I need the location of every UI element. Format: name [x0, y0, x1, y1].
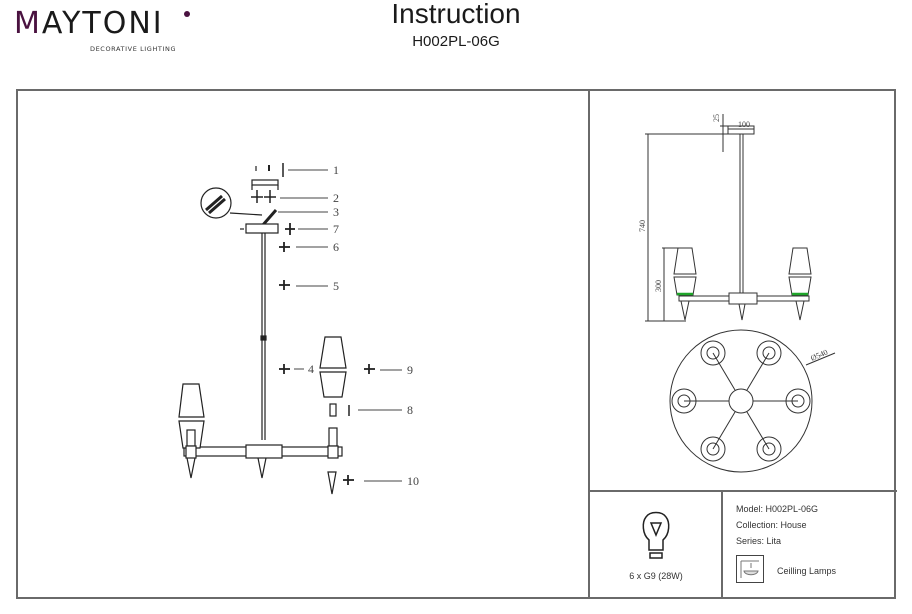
- product-type: Ceilling Lamps: [777, 566, 837, 576]
- rod-icon: [260, 233, 267, 440]
- part-label: 10: [407, 474, 419, 488]
- leader-lines: [278, 169, 402, 482]
- part-label: 7: [333, 222, 339, 236]
- part-label: 4: [308, 362, 314, 376]
- spec-collection: Collection: House: [736, 520, 807, 530]
- part-label: 5: [333, 279, 339, 293]
- dim-total-height: 740: [638, 220, 647, 232]
- arm-icon: [183, 444, 343, 479]
- finial-icon: [327, 471, 337, 495]
- fastener-icon: [251, 190, 276, 203]
- model-number: H002PL-06G: [412, 33, 500, 50]
- side-view: [645, 114, 812, 322]
- screwdriver-icon: [279, 223, 375, 485]
- brand-logo: MAYTONI DECORATIVE LIGHTING: [14, 6, 190, 53]
- spec-series: Series: Lita: [736, 536, 782, 546]
- frame-divider-spec: [721, 491, 723, 599]
- part-label: 9: [407, 363, 413, 377]
- g9-bulb-icon: [329, 403, 337, 417]
- dim-diameter: Ø540: [809, 348, 829, 363]
- brand-tagline: DECORATIVE LIGHTING: [90, 45, 177, 53]
- document-frame: [16, 89, 896, 599]
- frame-divider-horizontal: [589, 490, 897, 492]
- logo-dot: [184, 11, 190, 17]
- part-label: 3: [333, 205, 339, 219]
- mounting-bracket-icon: [251, 179, 279, 190]
- part-label: 1: [333, 163, 339, 177]
- wire-connector-detail-icon: [200, 187, 278, 227]
- dim-canopy-height: 25: [712, 114, 721, 122]
- glass-shade-icon: [319, 336, 347, 398]
- frame-divider-vertical: [588, 89, 590, 599]
- page-title: Instruction: [391, 0, 521, 29]
- screws-icon: [255, 163, 284, 177]
- spec-model: Model: H002PL-06G: [736, 504, 819, 514]
- dim-lamp-height: 300: [654, 280, 663, 292]
- part-label: 8: [407, 403, 413, 417]
- left-lamp-icon: [178, 383, 205, 479]
- ceiling-lamp-icon: [736, 555, 764, 583]
- dim-canopy-width: 100: [738, 120, 750, 129]
- part-label: 6: [333, 240, 339, 254]
- part-label: 2: [333, 191, 339, 205]
- bulb-spec: 6 x G9 (28W): [629, 571, 683, 581]
- bulb-icon: [642, 511, 670, 559]
- top-view: [669, 329, 836, 473]
- right-socket-icon: [327, 427, 339, 459]
- brand-name: MAYTONI: [14, 6, 164, 41]
